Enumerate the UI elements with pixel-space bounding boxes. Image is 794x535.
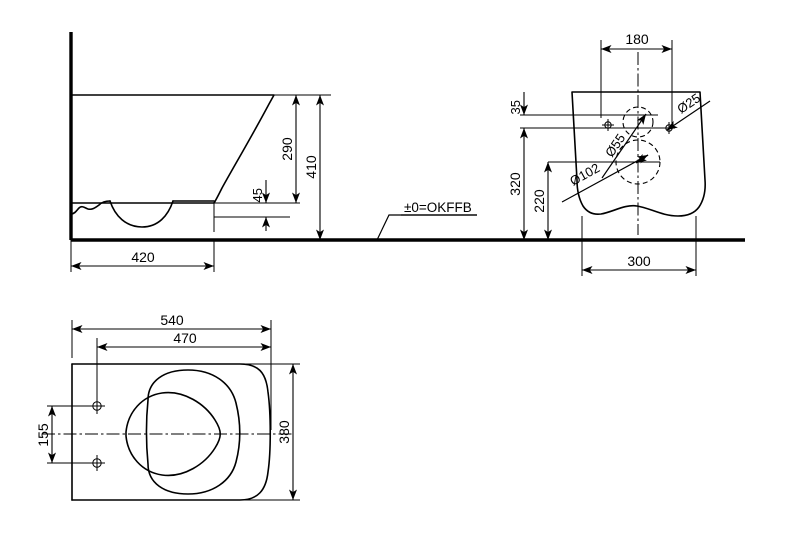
- dim-front-220: 220: [531, 162, 552, 240]
- dim-side-290-label: 290: [279, 137, 295, 161]
- side-elevation-view: 290 410 45 420: [69, 32, 745, 272]
- dim-side-420-label: 420: [131, 249, 155, 265]
- dim-plan-380-label: 380: [276, 420, 292, 444]
- dim-side-420: 420: [71, 249, 214, 270]
- dim-plan-540: 540: [72, 312, 271, 333]
- datum-annotation: ±0=OKFFB: [376, 200, 477, 241]
- dim-plan-540-label: 540: [160, 312, 184, 328]
- side-trap-profile-left: [70, 200, 111, 215]
- dim-plan-380: 380: [276, 364, 297, 500]
- dim-side-45: 45: [250, 180, 270, 231]
- dim-plan-155-label: 155: [35, 423, 51, 447]
- dim-front-35: 35: [508, 92, 528, 115]
- dim-front-320-label: 320: [507, 172, 523, 196]
- plan-view: 155 540 470 380: [35, 312, 300, 501]
- dim-plan-470: 470: [97, 330, 271, 351]
- plan-bowl-opening: [125, 391, 222, 477]
- plan-outer-outline: [71, 363, 272, 501]
- dim-front-180-label: 180: [625, 31, 649, 47]
- dim-front-300-label: 300: [627, 253, 651, 269]
- dim-front-35-label: 35: [508, 100, 523, 114]
- dim-side-410: 410: [303, 95, 324, 240]
- side-pan-upper-profile: [70, 94, 275, 204]
- dim-plan-155: 155: [35, 406, 56, 463]
- datum-note-label: ±0=OKFFB: [404, 200, 472, 215]
- side-bowl-underside-curve: [109, 200, 174, 228]
- dim-side-290: 290: [279, 95, 300, 203]
- dim-front-320: 320: [507, 128, 528, 240]
- dim-side-45-label: 45: [250, 188, 265, 202]
- inlet-55-circle: [622, 106, 654, 138]
- front-pan-outline: [571, 91, 706, 217]
- dim-front-180: 180: [601, 31, 672, 53]
- front-elevation-view: Ø55 Ø25 Ø102 180 35 320: [507, 31, 711, 276]
- dim-plan-470-label: 470: [173, 330, 197, 346]
- dim-side-410-label: 410: [303, 155, 319, 179]
- dim-front-220-label: 220: [531, 189, 547, 213]
- plan-rim-contour: [145, 369, 241, 495]
- dim-front-300: 300: [582, 253, 696, 274]
